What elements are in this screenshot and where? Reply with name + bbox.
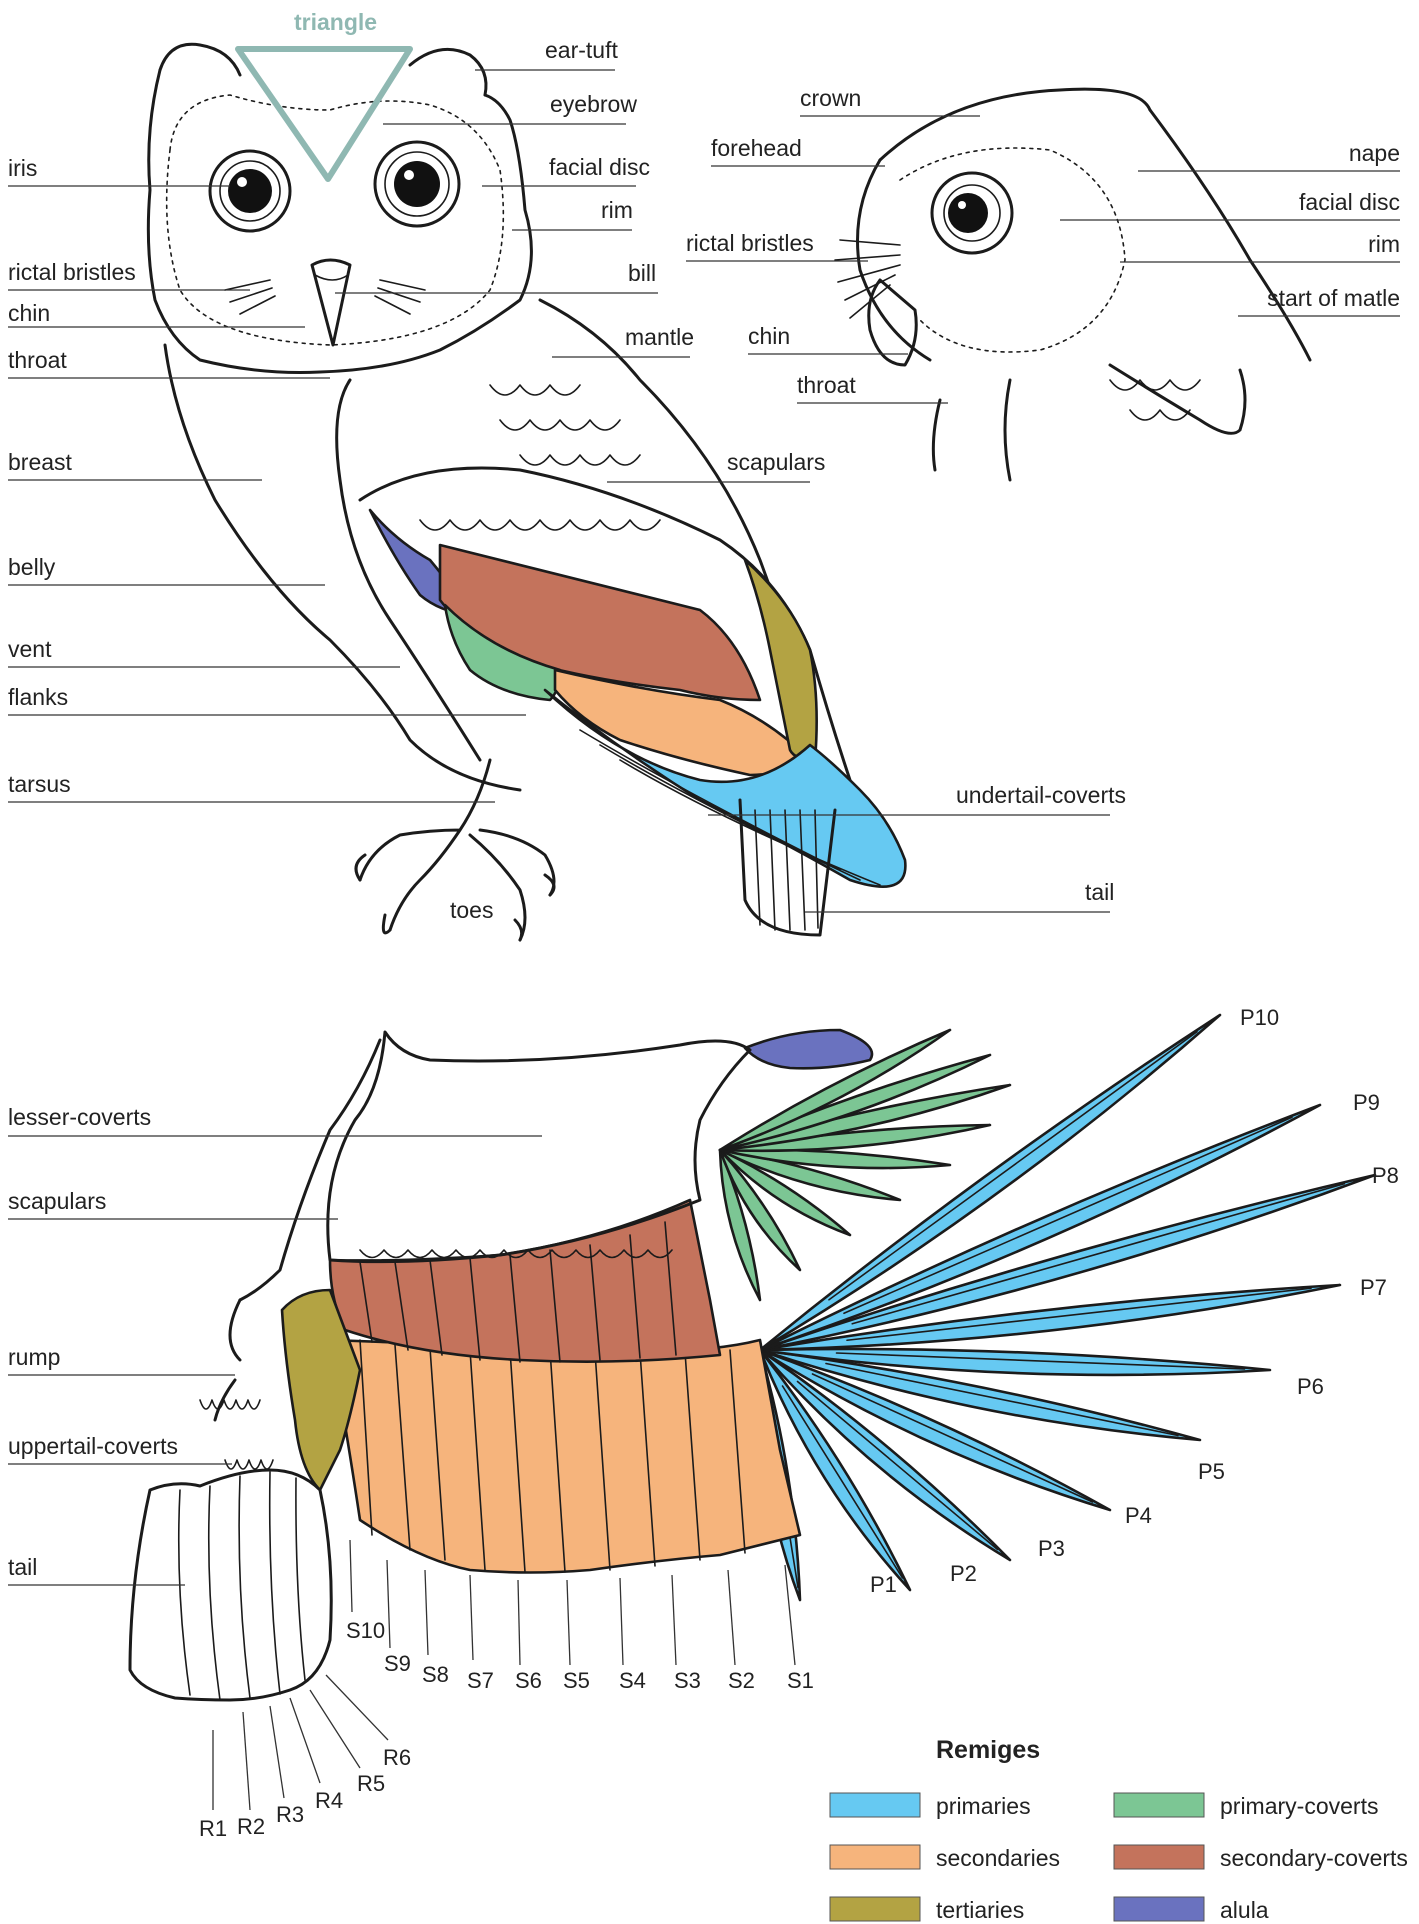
- label-bill: bill: [628, 260, 656, 286]
- label-chin-profile: chin: [748, 323, 790, 349]
- label-lesser-coverts: lesser-coverts: [8, 1104, 151, 1130]
- label-rictal-bristles: rictal bristles: [8, 259, 136, 285]
- head-profile-drawing: [835, 89, 1310, 480]
- label-vent: vent: [8, 636, 52, 662]
- secondary-label-S5: S5: [563, 1668, 590, 1693]
- legend-label-alula: alula: [1220, 1897, 1269, 1923]
- label-rim-profile: rim: [1368, 231, 1400, 257]
- label-facial-disc: facial disc: [549, 154, 650, 180]
- label-forehead: forehead: [711, 135, 802, 161]
- label-throat-profile: throat: [797, 372, 856, 398]
- primary-label-P4: P4: [1125, 1503, 1152, 1528]
- label-toes: toes: [450, 897, 493, 923]
- secondary-label-S1: S1: [787, 1668, 814, 1693]
- label-undertail-coverts: undertail-coverts: [956, 782, 1126, 808]
- legend-label-primaries: primaries: [936, 1793, 1031, 1819]
- primary-label-P10: P10: [1240, 1005, 1279, 1030]
- label-throat: throat: [8, 347, 67, 373]
- label-iris: iris: [8, 155, 37, 181]
- head-profile-labels: crown forehead rictal bristles chin thro…: [686, 85, 1400, 403]
- front-owl-drawing: [148, 44, 905, 940]
- label-scapulars: scapulars: [727, 449, 825, 475]
- secondary-label-S2: S2: [728, 1668, 755, 1693]
- primary-label-P2: P2: [950, 1561, 977, 1586]
- secondary-leader-S4: [620, 1578, 623, 1665]
- secondary-leader-S7: [470, 1575, 473, 1660]
- legend-swatch-primaries: [830, 1793, 920, 1817]
- legend-swatch-tertiaries: [830, 1897, 920, 1921]
- label-start-of-matle: start of matle: [1267, 285, 1400, 311]
- triangle-label: triangle: [294, 9, 377, 35]
- label-rump: rump: [8, 1344, 60, 1370]
- primary-label-P7: P7: [1360, 1275, 1387, 1300]
- legend-label-primary-coverts: primary-coverts: [1220, 1793, 1378, 1819]
- front-owl-left-labels: iris rictal bristles chin throat breast …: [8, 155, 526, 802]
- primary-label-P9: P9: [1353, 1090, 1380, 1115]
- rectrix-leader-R2: [243, 1712, 250, 1810]
- secondary-leader-S8: [425, 1570, 428, 1655]
- rectrix-leader-R4: [290, 1698, 320, 1783]
- rectrix-label-R2: R2: [237, 1814, 265, 1839]
- rectrix-label-R1: R1: [199, 1816, 227, 1841]
- secondary-coverts-block: [330, 1200, 720, 1362]
- label-chin: chin: [8, 300, 50, 326]
- label-flanks: flanks: [8, 684, 68, 710]
- secondary-leader-S9: [387, 1560, 390, 1648]
- legend-label-secondary-coverts: secondary-coverts: [1220, 1845, 1408, 1871]
- secondaries-block: [330, 1340, 800, 1573]
- label-rictal-bristles-profile: rictal bristles: [686, 230, 814, 256]
- label-belly: belly: [8, 554, 56, 580]
- secondary-label-S7: S7: [467, 1668, 494, 1693]
- secondary-leader-S10: [350, 1540, 352, 1612]
- secondary-label-S9: S9: [384, 1651, 411, 1676]
- label-tail-front: tail: [1085, 879, 1114, 905]
- secondary-label-S6: S6: [515, 1668, 542, 1693]
- primary-label-P5: P5: [1198, 1459, 1225, 1484]
- secondary-label-S8: S8: [422, 1662, 449, 1687]
- label-facial-disc-profile: facial disc: [1299, 189, 1400, 215]
- legend-swatch-alula: [1114, 1897, 1204, 1921]
- legend-title: Remiges: [936, 1736, 1040, 1764]
- label-breast: breast: [8, 449, 73, 475]
- label-eyebrow: eyebrow: [550, 91, 637, 117]
- label-scapulars-wing: scapulars: [8, 1188, 106, 1214]
- primary-label-P1: P1: [870, 1572, 897, 1597]
- secondary-leader-S3: [672, 1575, 676, 1665]
- label-uppertail-coverts: uppertail-coverts: [8, 1433, 178, 1459]
- secondary-leader-S2: [728, 1570, 735, 1665]
- label-mantle: mantle: [625, 324, 694, 350]
- secondary-label-S4: S4: [619, 1668, 646, 1693]
- rectrix-label-R5: R5: [357, 1771, 385, 1796]
- alula-block: [745, 1030, 872, 1068]
- primary-label-P6: P6: [1297, 1374, 1324, 1399]
- rectrix-leader-R5: [310, 1690, 360, 1768]
- label-tarsus: tarsus: [8, 771, 71, 797]
- legend-label-tertiaries: tertiaries: [936, 1897, 1024, 1923]
- label-tail-wing: tail: [8, 1554, 37, 1580]
- label-crown: crown: [800, 85, 861, 111]
- secondary-label-S3: S3: [674, 1668, 701, 1693]
- label-ear-tuft: ear-tuft: [545, 37, 618, 63]
- secondary-leader-S5: [567, 1580, 570, 1665]
- secondary-label-S10: S10: [346, 1618, 385, 1643]
- label-rim: rim: [601, 197, 633, 223]
- secondary-leader-S6: [518, 1580, 520, 1665]
- primary-label-P8: P8: [1372, 1163, 1399, 1188]
- label-nape: nape: [1349, 140, 1400, 166]
- rectrix-label-R4: R4: [315, 1788, 343, 1813]
- rectrix-label-R3: R3: [276, 1802, 304, 1827]
- remiges-legend: Remiges primaries primary-coverts secondar…: [830, 1736, 1408, 1923]
- legend-swatch-secondary-coverts: [1114, 1845, 1204, 1869]
- spread-wing-drawing: [130, 1015, 1375, 1700]
- rectrix-leader-R3: [270, 1706, 284, 1798]
- legend-swatch-primary-coverts: [1114, 1793, 1204, 1817]
- legend-label-secondaries: secondaries: [936, 1845, 1060, 1871]
- primary-label-P3: P3: [1038, 1536, 1065, 1561]
- rectrix-label-R6: R6: [383, 1745, 411, 1770]
- legend-swatch-secondaries: [830, 1845, 920, 1869]
